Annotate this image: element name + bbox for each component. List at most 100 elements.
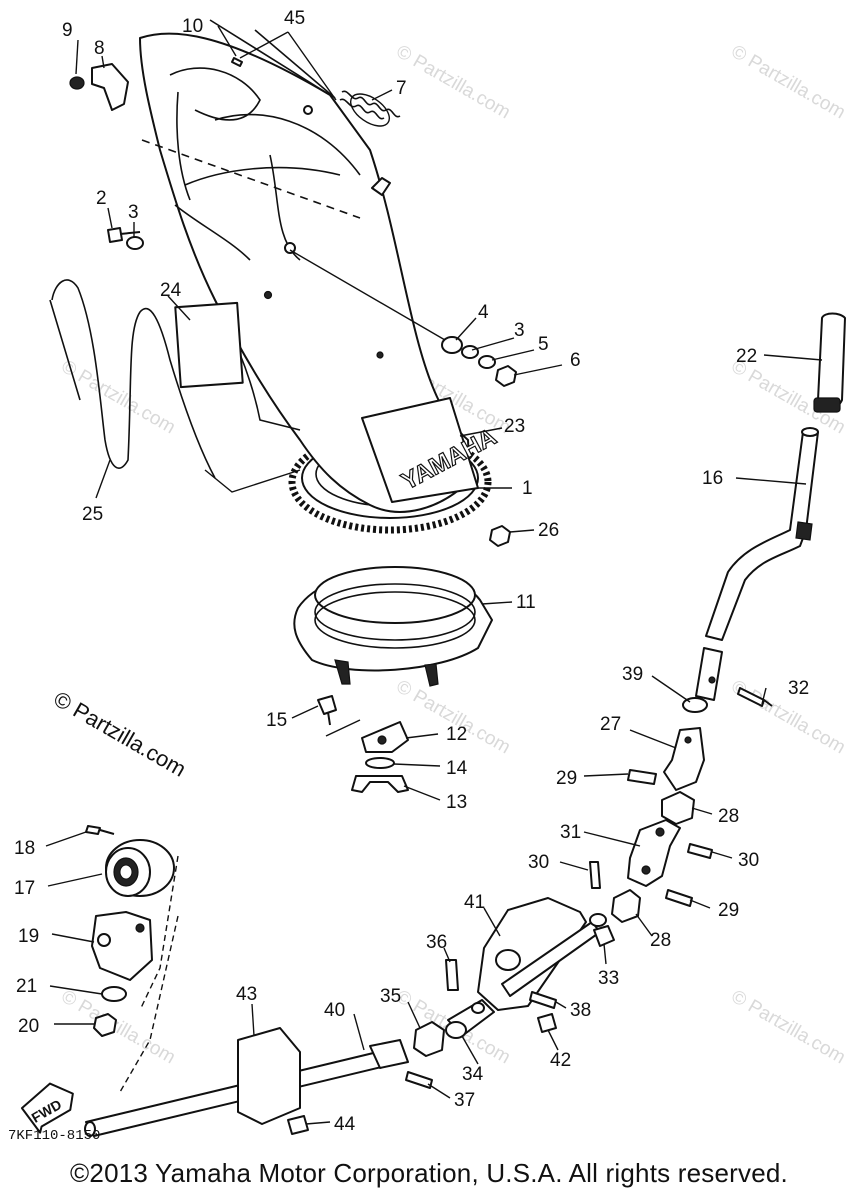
callout-label: 36 xyxy=(426,932,447,953)
callout-label: 43 xyxy=(236,984,257,1005)
bracket-assembly-41 xyxy=(477,897,607,1011)
washer-21 xyxy=(101,986,127,1002)
pin-37 xyxy=(405,1071,433,1089)
callout-label: 28 xyxy=(650,930,671,951)
watermark-faint: © Partzilla.com xyxy=(393,676,514,758)
leader-15b xyxy=(325,719,361,737)
pin-29 xyxy=(627,769,657,785)
callout-label: 28 xyxy=(718,806,739,827)
clamp-13 xyxy=(351,775,409,793)
callout-label: 3 xyxy=(128,202,139,223)
callout-label: 41 xyxy=(464,892,485,913)
bracket xyxy=(91,63,129,111)
callout-label: 38 xyxy=(570,1000,591,1021)
assembly-lines xyxy=(119,855,179,1093)
callout-label: 21 xyxy=(16,976,37,997)
watermark-faint: © Partzilla.com xyxy=(393,41,514,123)
callout-label: 27 xyxy=(600,714,621,735)
callout-label: 26 xyxy=(538,520,559,541)
callout-label: 25 xyxy=(82,504,103,525)
callout-label: 32 xyxy=(788,678,809,699)
callout-label: 7 xyxy=(396,78,407,99)
callout-label: 31 xyxy=(560,822,581,843)
callout-label: 19 xyxy=(18,926,39,947)
block-28 xyxy=(661,791,695,825)
pulley-17 xyxy=(105,839,175,897)
callout-label: 34 xyxy=(462,1064,484,1085)
nut-26 xyxy=(489,525,511,547)
copyright-notice: ©2013 Yamaha Motor Corporation, U.S.A. A… xyxy=(70,1158,788,1188)
pin-38 xyxy=(529,991,557,1009)
callout-label: 6 xyxy=(570,350,581,371)
spacer-4 xyxy=(441,336,463,354)
bolt-44 xyxy=(287,1115,309,1135)
pin-30 xyxy=(687,843,713,859)
callout-label: 29 xyxy=(556,768,577,789)
block-35 xyxy=(413,1021,445,1057)
deflector-top xyxy=(209,19,336,99)
block-28b xyxy=(611,889,641,923)
pin-36 xyxy=(445,959,459,991)
bolt-15 xyxy=(317,695,337,726)
callout-label: 44 xyxy=(334,1114,356,1135)
pin-30b xyxy=(589,861,601,889)
callout-label: 10 xyxy=(182,16,203,37)
callout-label: 22 xyxy=(736,346,757,367)
watermark-faint: © Partzilla.com xyxy=(728,986,849,1068)
callout-label: 13 xyxy=(446,792,467,813)
callout-label: 11 xyxy=(516,592,536,613)
washer-3 xyxy=(126,236,144,250)
fwd-arrow: FWD xyxy=(20,1082,74,1134)
tension-spring xyxy=(339,90,401,127)
support-plate-43 xyxy=(237,1027,301,1125)
drawing-code: 7KF110-8150 xyxy=(8,1128,101,1144)
callout-label: 17 xyxy=(14,878,35,899)
washer-3b xyxy=(461,345,479,359)
handle-grip xyxy=(813,312,846,413)
callout-label: 20 xyxy=(18,1016,39,1037)
nut-6 xyxy=(495,365,517,387)
callout-label: 33 xyxy=(598,968,619,989)
nut-20 xyxy=(93,1013,117,1037)
washer-14 xyxy=(365,757,395,769)
callout-label: 30 xyxy=(738,850,759,871)
callout-label: 5 xyxy=(538,334,549,355)
callout-label: 12 xyxy=(446,724,467,745)
callout-label: 18 xyxy=(14,838,35,859)
callout-label: 8 xyxy=(94,38,105,59)
watermark-faint: © Partzilla.com xyxy=(728,41,849,123)
bolt-2 xyxy=(107,227,141,243)
callout-label: 30 xyxy=(528,852,549,873)
callout-label: 45 xyxy=(284,8,305,29)
washer-5 xyxy=(478,355,496,369)
pin-32 xyxy=(737,687,773,707)
bolt-42 xyxy=(537,1013,557,1033)
leader-lines xyxy=(45,25,823,1125)
nut-9 xyxy=(69,76,85,90)
callout-label: 24 xyxy=(160,280,182,301)
callout-label: 16 xyxy=(702,468,723,489)
watermark-faint: © Partzilla.com xyxy=(58,356,179,438)
callout-label: 37 xyxy=(454,1090,475,1111)
callout-label: 2 xyxy=(96,188,107,209)
clip-33 xyxy=(593,925,615,947)
chute-base xyxy=(293,566,493,687)
callout-label: 35 xyxy=(380,986,401,1007)
callout-label: 42 xyxy=(550,1050,571,1071)
pin-18 xyxy=(85,825,115,835)
callout-label: 40 xyxy=(324,1000,345,1021)
callout-numbers: 9 8 10 45 7 2 3 24 4 3 5 6 23 1 25 26 11… xyxy=(14,8,809,1135)
label-plate xyxy=(174,301,244,389)
rod-leader xyxy=(204,469,301,493)
callout-label: 3 xyxy=(514,320,525,341)
discharge-chute xyxy=(139,32,471,513)
callout-label: 1 xyxy=(522,478,533,499)
deflector-control-rod xyxy=(49,279,216,479)
callout-label: 9 xyxy=(62,20,73,41)
callout-label: 14 xyxy=(446,758,468,779)
universal-joint-27 xyxy=(663,727,705,791)
callout-label: 29 xyxy=(718,900,739,921)
universal-joint-34 xyxy=(445,999,495,1039)
pulley-bracket-19 xyxy=(91,911,153,981)
